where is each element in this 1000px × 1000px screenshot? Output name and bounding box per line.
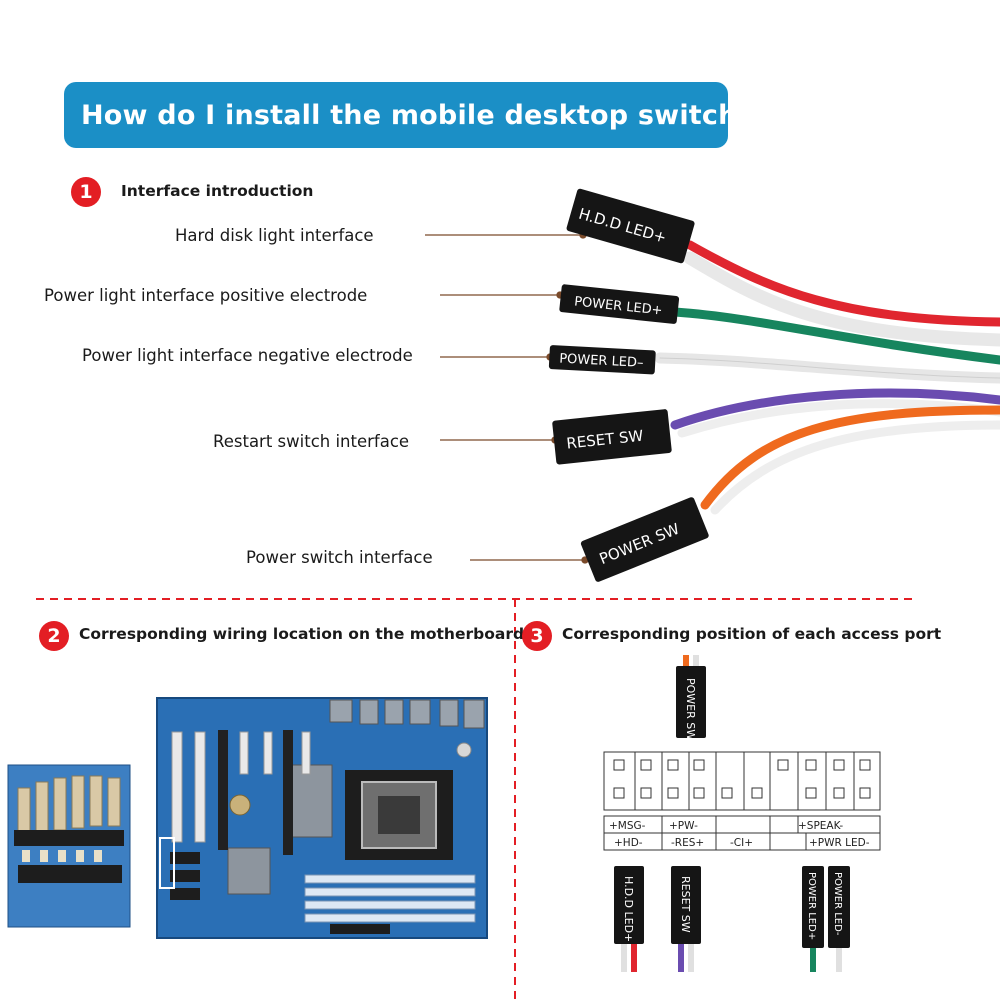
- wire-white-edge: [659, 357, 1000, 379]
- pin-label-msg: +MSG-: [609, 820, 646, 832]
- pin-label-pwr-led: +PWR LED-: [809, 837, 870, 849]
- pin-header-diagram: POWER SW +MS: [603, 655, 881, 972]
- header-closeup-inset: [7, 764, 131, 928]
- motherboard-illustration: [7, 697, 488, 939]
- bottom-connector-hdd-led: H.D.D LED+: [614, 866, 644, 972]
- bottom-connector-reset-text: RESET SW: [679, 876, 692, 933]
- section-1-title: Interface introduction: [121, 182, 314, 200]
- bottom-connector-hdd-text: H.D.D LED+: [622, 876, 635, 942]
- wire-purple: [670, 388, 1000, 430]
- connector-power-led-neg: POWER LED–: [548, 345, 656, 375]
- pin-grid: [603, 751, 881, 811]
- title-banner: How do I install the mobile desktop swit…: [64, 82, 763, 148]
- connector-power-sw: POWER SW: [580, 497, 709, 582]
- wire-orange: [700, 405, 1000, 510]
- connector-hdd-led: H.D.D LED+: [566, 188, 695, 264]
- top-connector-text: POWER SW: [684, 678, 697, 740]
- section-2-title: Corresponding wiring location on the mot…: [79, 625, 525, 643]
- label-reset-sw: Restart switch interface: [213, 432, 410, 451]
- wire-white-back: [683, 251, 1000, 347]
- pin-label-ci: -CI+: [730, 837, 753, 849]
- bottom-connector-power-led-pos: POWER LED+: [802, 866, 824, 972]
- bottom-connector-power-led-neg: POWER LED-: [828, 866, 850, 972]
- connector-power-led-pos: POWER LED+: [559, 284, 680, 324]
- label-power-led-positive: Power light interface positive electrode: [44, 286, 368, 305]
- motherboard: [156, 697, 488, 939]
- connector-power-led-neg-text: POWER LED–: [559, 352, 644, 371]
- leader-lines: [425, 231, 589, 564]
- wire-red: [685, 240, 1000, 327]
- bottom-connector-pwrled-neg-text: POWER LED-: [832, 872, 843, 936]
- pin-label-res: -RES+: [671, 837, 704, 849]
- step-3-badge: 3: [522, 621, 552, 651]
- wire-orange-white: [710, 420, 1000, 515]
- front-panel-header-highlight: [159, 837, 175, 889]
- label-power-led-negative: Power light interface negative electrode: [82, 346, 413, 365]
- pin-label-table: +MSG- +PW- +SPEAK- +HD- -RES+ -CI+ +PWR …: [603, 815, 881, 851]
- wire-green: [670, 307, 1000, 365]
- connector-wires-diagram: H.D.D LED+ POWER LED+ POWER LED– RESET S…: [425, 188, 1000, 582]
- step-2-badge: 2: [39, 621, 69, 651]
- step-1-badge: 1: [71, 177, 101, 207]
- pin-label-hd: +HD-: [614, 837, 643, 849]
- top-connector-power-sw: POWER SW: [676, 666, 706, 740]
- dashed-dividers: [36, 598, 916, 1000]
- section-3-title: Corresponding position of each access po…: [562, 625, 942, 643]
- pin-label-speak: +SPEAK-: [798, 820, 843, 832]
- connector-reset-sw: RESET SW: [552, 409, 672, 465]
- bottom-connector-reset-sw: RESET SW: [671, 866, 701, 972]
- bottom-connector-pwrled-pos-text: POWER LED+: [806, 872, 817, 940]
- label-hdd-led: Hard disk light interface: [175, 226, 374, 245]
- banner-title: How do I install the mobile desktop swit…: [81, 99, 763, 131]
- pin-label-pw: +PW-: [669, 820, 698, 832]
- label-power-sw: Power switch interface: [246, 548, 433, 567]
